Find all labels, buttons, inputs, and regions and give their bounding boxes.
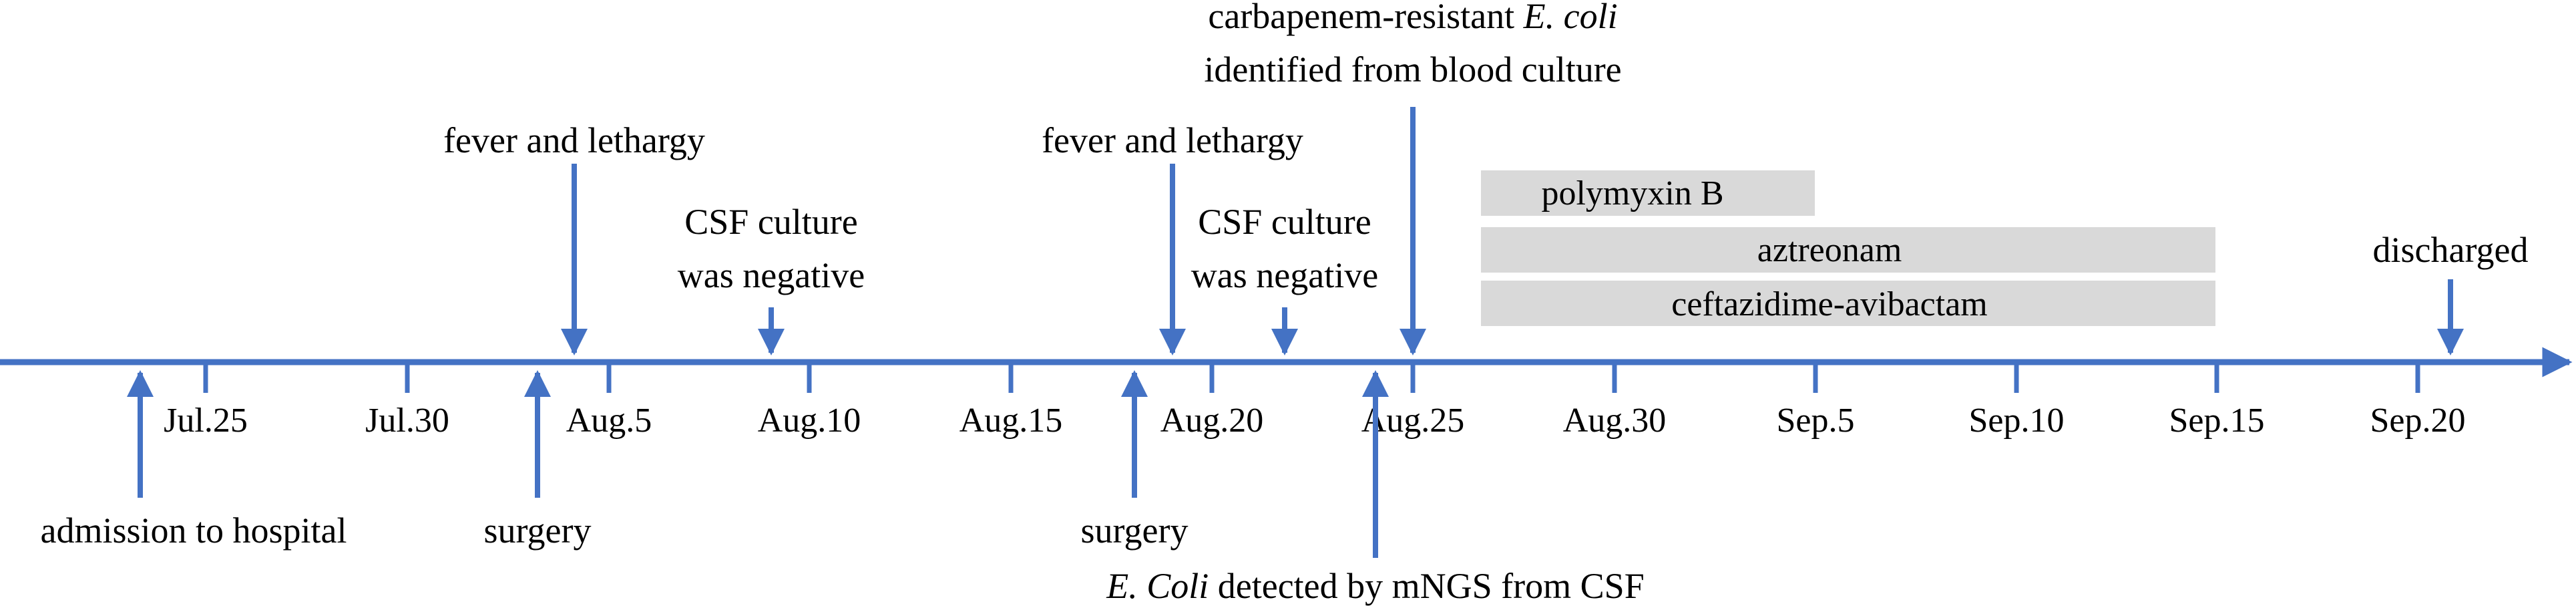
event-labels-above: fever and lethargy CSF culture was negat…: [443, 0, 2528, 295]
tick-label-sep5: Sep.5: [1777, 402, 1855, 440]
event-label-surgery-1: surgery: [484, 510, 592, 551]
tick-label-jul25: Jul.25: [164, 402, 248, 440]
tick-label-sep15: Sep.15: [2169, 402, 2265, 440]
event-labels-below: admission to hospital surgery surgery E.…: [41, 510, 1645, 606]
tick-label-aug5: Aug.5: [566, 402, 652, 440]
event-label-blood-culture-line1: carbapenem-resistant E. coli: [1208, 0, 1617, 36]
tick-label-aug20: Aug.20: [1160, 402, 1264, 440]
tick-labels: Jul.25 Jul.30 Aug.5 Aug.10 Aug.15 Aug.20…: [164, 402, 2465, 440]
event-label-surgery-2: surgery: [1081, 510, 1189, 551]
tick-label-aug15: Aug.15: [959, 402, 1063, 440]
treatment-label-aztreonam: aztreonam: [1757, 231, 1902, 269]
event-label-csf-negative-2-line2: was negative: [1191, 255, 1378, 295]
event-label-discharged: discharged: [2373, 230, 2529, 270]
arrows-below: [127, 370, 1389, 558]
event-label-fever-1: fever and lethargy: [443, 120, 705, 160]
tick-label-sep20: Sep.20: [2370, 402, 2466, 440]
tick-label-aug25: Aug.25: [1361, 402, 1465, 440]
tick-label-jul30: Jul.30: [365, 402, 449, 440]
axis-ticks: [203, 362, 2420, 393]
tick-label-aug30: Aug.30: [1563, 402, 1667, 440]
treatment-bars: polymyxin B aztreonam ceftazidime-avibac…: [1481, 170, 2215, 326]
event-label-csf-negative-1-line1: CSF culture: [684, 202, 858, 242]
arrows-above: [561, 107, 2464, 355]
event-label-csf-negative-2-line1: CSF culture: [1198, 202, 1371, 242]
treatment-bar-ceftazidime-avibactam: [1481, 281, 2215, 326]
treatment-label-ceftazidime-avibactam: ceftazidime-avibactam: [1671, 285, 1987, 323]
event-label-blood-culture-line2: identified from blood culture: [1204, 49, 1621, 90]
event-label-mngs: E. Coli detected by mNGS from CSF: [1106, 566, 1644, 606]
treatment-label-polymyxin-b: polymyxin B: [1541, 174, 1723, 212]
treatment-bar-aztreonam: [1481, 227, 2215, 273]
treatment-bar-polymyxin-b: [1481, 170, 1815, 216]
event-label-csf-negative-1-line2: was negative: [678, 255, 865, 295]
event-label-admission: admission to hospital: [41, 510, 347, 551]
tick-label-sep10: Sep.10: [1969, 402, 2065, 440]
tick-label-aug10: Aug.10: [758, 402, 861, 440]
event-label-fever-2: fever and lethargy: [1042, 120, 1303, 160]
